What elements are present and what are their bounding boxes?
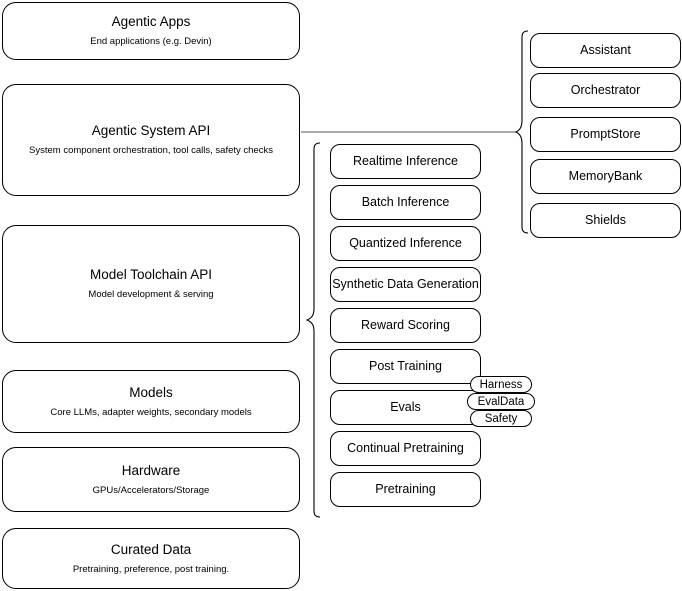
- layer-subtitle: GPUs/Accelerators/Storage: [92, 484, 210, 496]
- eval-pill-harness[interactable]: Harness: [470, 376, 532, 393]
- stack-layer-agentic-system-api[interactable]: Agentic System API System component orch…: [2, 84, 300, 196]
- layer-title: Curated Data: [110, 541, 192, 557]
- system-item-memorybank[interactable]: MemoryBank: [530, 159, 681, 194]
- layer-title: Models: [129, 384, 173, 400]
- eval-pill-evaldata[interactable]: EvalData: [467, 393, 535, 410]
- stack-layer-models[interactable]: Models Core LLMs, adapter weights, secon…: [2, 370, 300, 433]
- layer-subtitle: System component orchestration, tool cal…: [29, 145, 273, 156]
- toolchain-item-synthetic-data-generation[interactable]: Synthetic Data Generation: [330, 267, 481, 302]
- toolchain-item-label: Realtime Inference: [353, 153, 458, 168]
- eval-pill-label: Harness: [479, 378, 523, 391]
- toolchain-components-brace: [305, 142, 321, 518]
- toolchain-item-label: Continual Pretraining: [347, 440, 464, 455]
- toolchain-item-label: Pretraining: [375, 481, 436, 496]
- system-item-label: MemoryBank: [568, 168, 643, 183]
- layer-title: Hardware: [121, 462, 181, 478]
- toolchain-item-reward-scoring[interactable]: Reward Scoring: [330, 308, 481, 343]
- system-item-label: PromptStore: [570, 126, 641, 141]
- toolchain-item-label: Synthetic Data Generation: [332, 276, 479, 291]
- stack-layer-model-toolchain-api[interactable]: Model Toolchain API Model development & …: [2, 225, 300, 343]
- toolchain-item-realtime-inference[interactable]: Realtime Inference: [330, 144, 481, 179]
- toolchain-item-continual-pretraining[interactable]: Continual Pretraining: [330, 431, 481, 466]
- stack-layer-hardware[interactable]: Hardware GPUs/Accelerators/Storage: [2, 447, 300, 512]
- layer-title: Agentic System API: [91, 123, 211, 139]
- layer-title: Model Toolchain API: [89, 267, 213, 283]
- stack-layer-agentic-apps[interactable]: Agentic Apps End applications (e.g. Devi…: [2, 2, 300, 60]
- system-item-promptstore[interactable]: PromptStore: [530, 117, 681, 152]
- layer-title: Agentic Apps: [111, 14, 191, 30]
- system-item-orchestrator[interactable]: Orchestrator: [530, 73, 681, 108]
- eval-pill-safety[interactable]: Safety: [470, 410, 532, 427]
- system-item-label: Orchestrator: [570, 82, 641, 97]
- eval-pill-label: EvalData: [477, 395, 525, 408]
- system-item-label: Assistant: [580, 42, 631, 57]
- toolchain-item-label: Quantized Inference: [349, 235, 462, 250]
- toolchain-item-label: Batch Inference: [361, 194, 450, 209]
- toolchain-item-quantized-inference[interactable]: Quantized Inference: [330, 226, 481, 261]
- system-item-label: Shields: [585, 212, 626, 227]
- system-item-assistant[interactable]: Assistant: [530, 33, 681, 68]
- toolchain-item-post-training[interactable]: Post Training: [330, 349, 481, 384]
- eval-pill-label: Safety: [484, 412, 518, 425]
- layer-subtitle: Core LLMs, adapter weights, secondary mo…: [50, 406, 252, 418]
- toolchain-item-pretraining[interactable]: Pretraining: [330, 472, 481, 507]
- layer-subtitle: End applications (e.g. Devin): [90, 36, 212, 47]
- toolchain-item-label: Reward Scoring: [361, 317, 450, 332]
- layer-subtitle: Pretraining, preference, post training.: [72, 563, 230, 575]
- system-components-brace: [514, 30, 529, 234]
- toolchain-item-label: Post Training: [369, 358, 442, 373]
- toolchain-item-batch-inference[interactable]: Batch Inference: [330, 185, 481, 220]
- system-item-shields[interactable]: Shields: [530, 203, 681, 238]
- layer-subtitle: Model development & serving: [88, 289, 214, 300]
- stack-layer-curated-data[interactable]: Curated Data Pretraining, preference, po…: [2, 528, 300, 589]
- toolchain-item-label: Evals: [390, 399, 421, 414]
- toolchain-item-evals[interactable]: Evals: [330, 390, 481, 425]
